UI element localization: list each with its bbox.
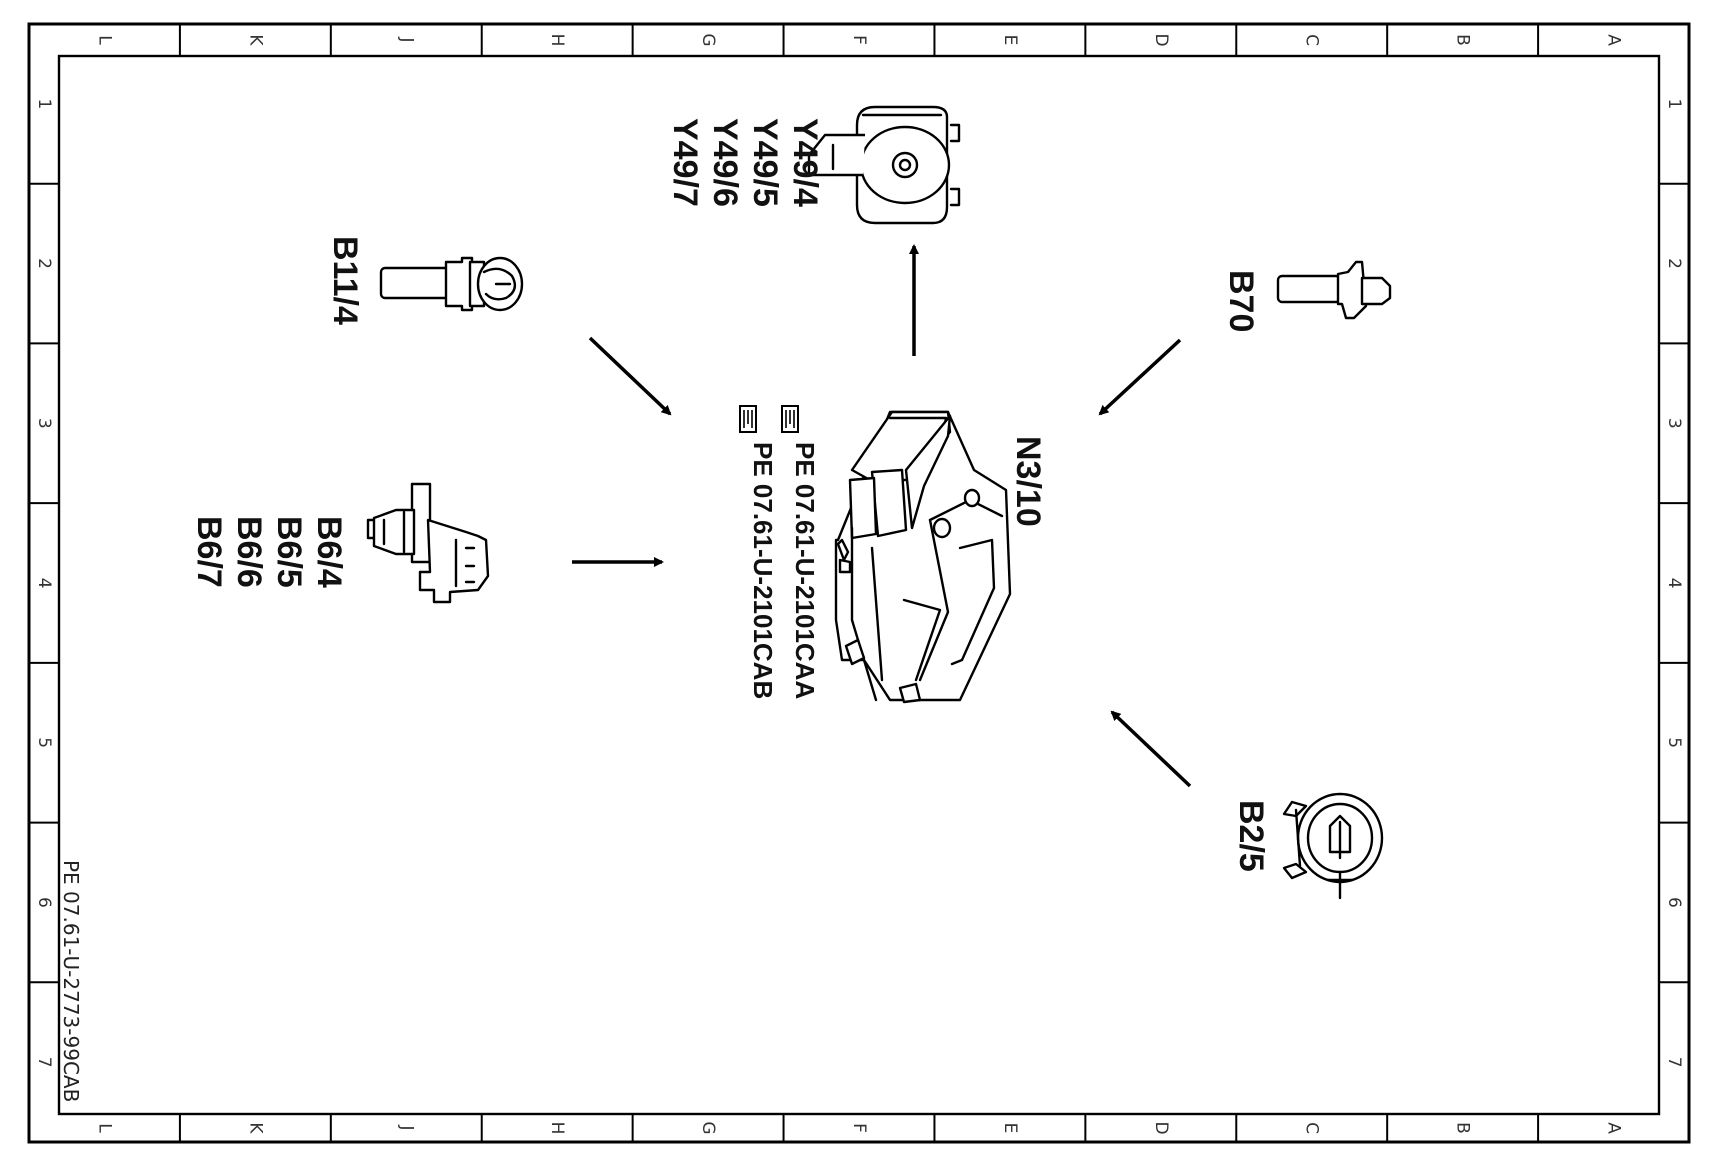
column-label-top: L — [94, 35, 114, 45]
column-label-top: B — [1453, 34, 1473, 46]
arrow-crank-to-ecu — [1098, 338, 1182, 416]
row-label-left: 5 — [34, 737, 54, 748]
row-label-left: 7 — [34, 1057, 54, 1068]
row-label-right: 2 — [1664, 258, 1684, 269]
column-label-top: C — [1302, 34, 1322, 46]
row-label-right: 6 — [1664, 897, 1684, 908]
column-label-top: J — [396, 36, 416, 42]
column-label-bottom: D — [1151, 1121, 1171, 1134]
knock-sensor-icon — [1282, 792, 1384, 900]
arrow-knock-to-ecu — [1110, 710, 1192, 788]
label-b6-6: B6/6 — [230, 516, 268, 588]
column-label-bottom: L — [94, 1123, 114, 1133]
cam-sensor-labels: B6/4 B6/5 B6/6 B6/7 — [190, 516, 348, 588]
label-b11-4: B11/4 — [326, 236, 364, 325]
column-label-bottom: K — [245, 1122, 265, 1134]
document-id: PE 07.61-U-2773-99CAB — [59, 860, 83, 1102]
column-label-bottom: E — [1000, 1123, 1020, 1134]
label-y49-6: Y49/6 — [706, 118, 744, 207]
label-y49-4: Y49/4 — [786, 118, 824, 207]
row-label-left: 6 — [34, 897, 54, 908]
column-label-top: K — [245, 34, 265, 46]
row-label-right: 5 — [1664, 737, 1684, 748]
column-label-bottom: H — [547, 1122, 567, 1135]
label-b6-5: B6/5 — [270, 516, 308, 588]
column-label-bottom: B — [1453, 1122, 1473, 1134]
row-label-left: 4 — [34, 578, 54, 589]
column-labels: L L K K J J H H G G F F E E D D C C B B A A — [94, 33, 1623, 1134]
pointing-hand-icon — [781, 405, 799, 433]
outer-frame — [27, 22, 1691, 1144]
row-label-right: 7 — [1664, 1057, 1684, 1068]
row-label-right: 3 — [1664, 418, 1684, 429]
reference-cab: PE 07.61-U-2101CAB — [748, 442, 778, 699]
engine-control-unit-icon — [834, 410, 1012, 704]
label-b6-4: B6/4 — [310, 516, 348, 588]
row-label-left: 1 — [34, 98, 54, 109]
column-label-top: H — [547, 34, 567, 47]
camshaft-sensor-icon — [366, 482, 490, 604]
actuator-labels: Y49/4 Y49/5 Y49/6 Y49/7 — [666, 118, 824, 207]
row-label-left: 2 — [34, 258, 54, 269]
row-label-left: 3 — [34, 418, 54, 429]
label-n3-10: N3/10 — [1009, 436, 1047, 527]
column-label-bottom: C — [1302, 1122, 1322, 1134]
column-dividers — [178, 24, 1540, 1142]
pointing-hand-icon — [739, 405, 757, 433]
crankshaft-sensor-icon — [1276, 260, 1392, 320]
column-label-top: F — [849, 35, 869, 45]
row-labels: 1 1 2 2 3 3 4 4 5 5 6 6 7 7 — [34, 98, 1684, 1067]
column-label-bottom: G — [698, 1121, 718, 1134]
column-label-top: D — [1151, 33, 1171, 46]
row-label-right: 4 — [1664, 578, 1684, 589]
column-label-top: E — [1000, 35, 1020, 46]
label-b6-7: B6/7 — [190, 516, 228, 588]
reference-caa: PE 07.61-U-2101CAA — [790, 442, 820, 699]
column-label-bottom: A — [1604, 1122, 1624, 1134]
column-label-bottom: J — [396, 1124, 416, 1130]
column-label-top: G — [698, 33, 718, 46]
arrow-temp-to-ecu — [588, 336, 672, 416]
label-b70: B70 — [1222, 270, 1260, 332]
row-label-right: 1 — [1664, 98, 1684, 109]
reference-notes: PE 07.61-U-2101CAA PE 07.61-U-2101CAB — [739, 405, 820, 699]
label-b2-5: B2/5 — [1232, 800, 1270, 872]
row-dividers — [29, 182, 1689, 984]
label-y49-5: Y49/5 — [746, 118, 784, 207]
column-label-top: A — [1604, 34, 1624, 46]
inner-frame — [57, 54, 1661, 1116]
temperature-sensor-icon — [379, 256, 524, 312]
camshaft-actuator-icon — [807, 105, 961, 225]
column-label-bottom: F — [849, 1123, 869, 1133]
label-y49-7: Y49/7 — [666, 118, 704, 207]
signal-arrows — [572, 244, 1192, 788]
